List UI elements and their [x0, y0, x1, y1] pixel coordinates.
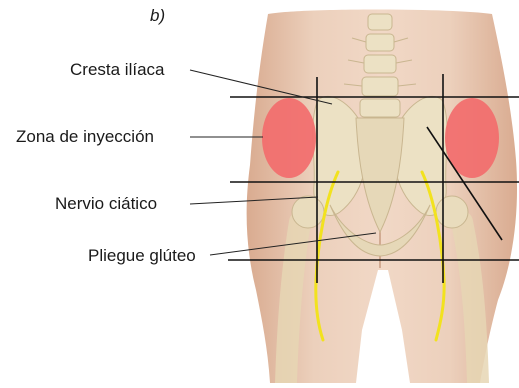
- label-gluteal-fold: Pliegue glúteo: [88, 246, 196, 266]
- label-sciatic-nerve: Nervio ciático: [55, 194, 157, 214]
- label-injection-zone: Zona de inyección: [16, 127, 154, 147]
- right-femoral-head: [436, 196, 468, 228]
- panel-label: b): [150, 6, 165, 26]
- left-femur: [286, 222, 300, 383]
- left-injection-zone: [262, 98, 316, 178]
- label-iliac-crest: Cresta ilíaca: [70, 60, 164, 80]
- left-femoral-head: [292, 196, 324, 228]
